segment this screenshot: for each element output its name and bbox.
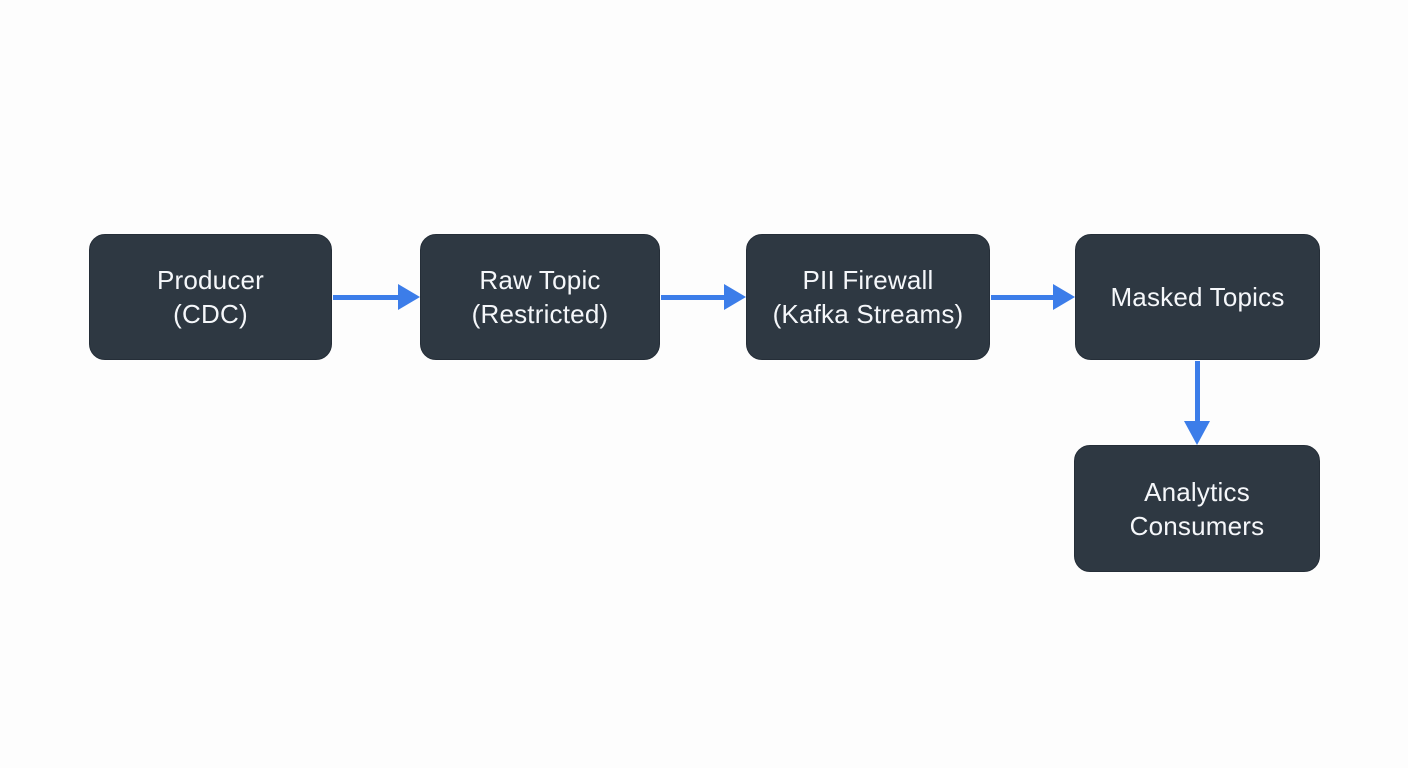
node-raw-topic-restricted: Raw Topic (Restricted) (420, 234, 660, 360)
arrow-shaft (333, 294, 400, 300)
node-label: Masked Topics (1110, 282, 1285, 312)
arrowhead-icon (398, 284, 420, 310)
arrow-shaft (991, 294, 1055, 300)
arrow-shaft (661, 294, 726, 300)
arrowhead-icon (724, 284, 746, 310)
node-producer-cdc: Producer (CDC) (89, 234, 332, 360)
arrowhead-icon (1053, 284, 1075, 310)
node-label: Analytics Consumers (1129, 476, 1265, 541)
node-label: Raw Topic (Restricted) (471, 265, 609, 329)
node-analytics-consumers: Analytics Consumers (1074, 445, 1320, 572)
arrow-shaft (1194, 361, 1200, 423)
node-pii-firewall: PII Firewall (Kafka Streams) (746, 234, 990, 360)
node-masked-topics: Masked Topics (1075, 234, 1320, 360)
node-label: Producer (CDC) (156, 265, 265, 329)
node-label: PII Firewall (Kafka Streams) (772, 265, 964, 329)
arrowhead-icon (1184, 421, 1210, 445)
